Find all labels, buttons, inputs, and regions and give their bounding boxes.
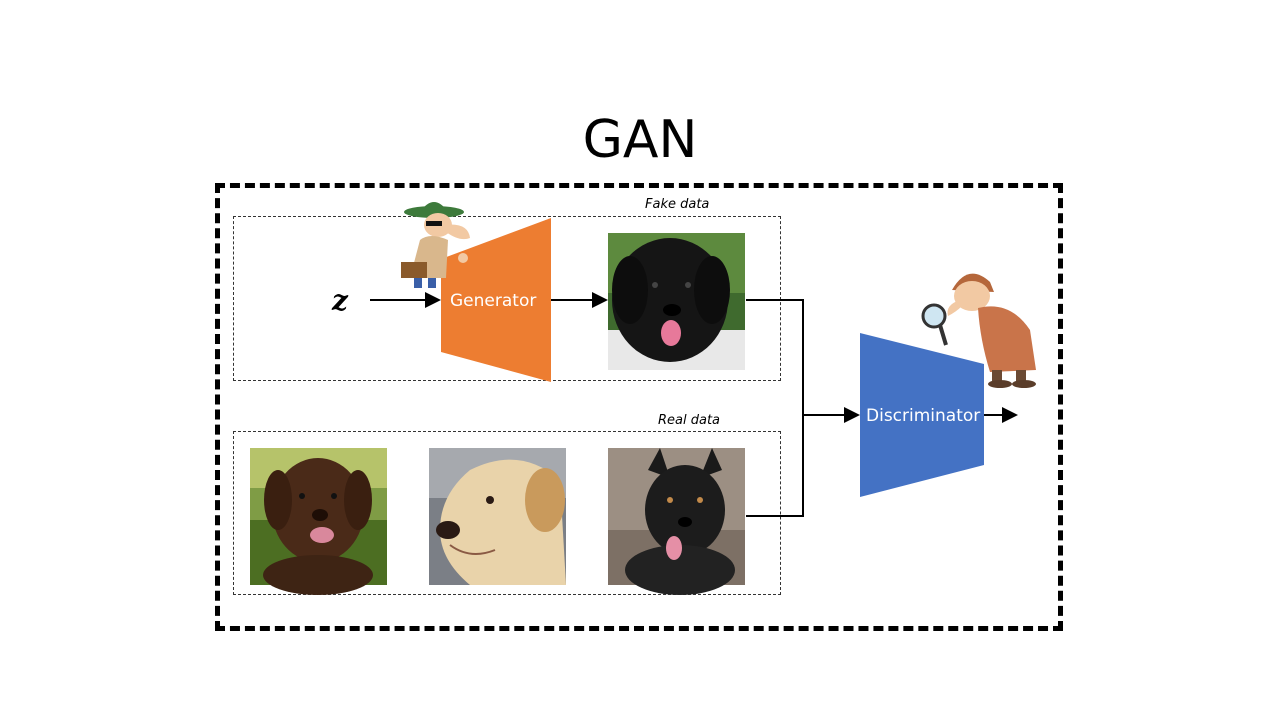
fake-data-box <box>233 216 781 381</box>
real-data-box <box>233 431 781 595</box>
fake-dog-image <box>608 233 745 370</box>
real-dog-image-chocolate-lab <box>250 448 387 595</box>
diagram-title: GAN <box>582 110 698 170</box>
real-data-label: Real data <box>658 413 721 428</box>
detective-cartoon <box>921 273 1036 388</box>
generator-block <box>441 218 551 382</box>
spy-cartoon <box>401 202 470 288</box>
connector-fake-to-disc <box>746 299 804 415</box>
real-dog-image-black-shepherd <box>608 448 745 595</box>
generator-label: Generator <box>450 291 537 311</box>
gan-outer-boundary <box>215 183 1063 631</box>
real-dog-image-yellow-lab <box>429 448 566 585</box>
discriminator-block <box>860 333 984 497</box>
discriminator-label: Discriminator <box>866 406 981 426</box>
fake-data-label: Fake data <box>645 197 710 212</box>
noise-input-z: z <box>332 284 348 317</box>
connector-real-to-disc <box>746 415 804 517</box>
